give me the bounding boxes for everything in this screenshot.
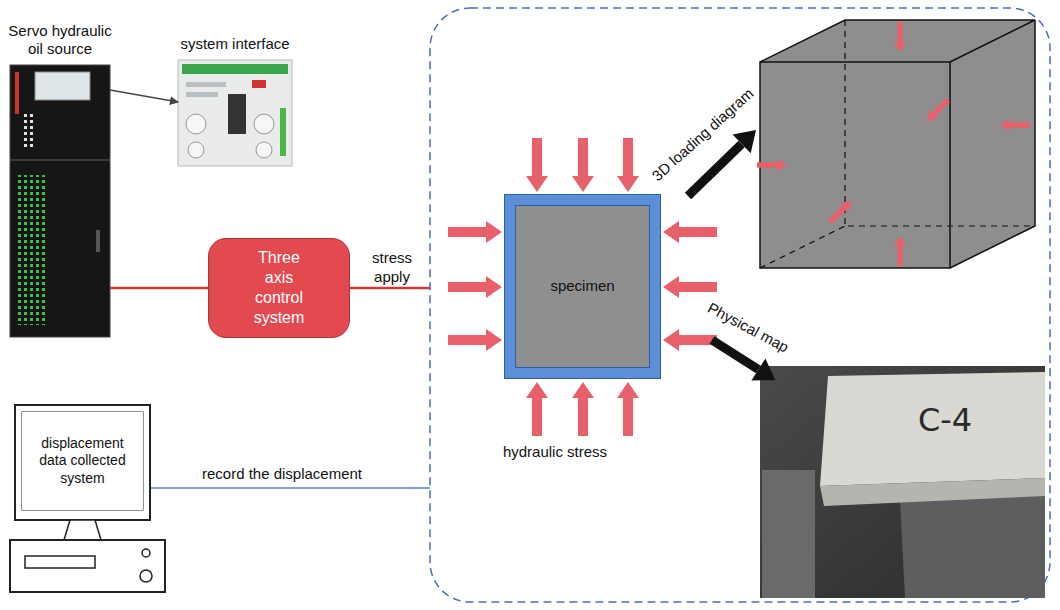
pressure-arrow: [663, 221, 717, 243]
line-label: record the displacement: [202, 465, 362, 484]
pressure-arrow: [617, 382, 639, 436]
pressure-arrow: [448, 276, 502, 298]
region-label: hydraulic stress: [503, 443, 607, 462]
cube-front: [760, 62, 950, 268]
photo-plate: [762, 470, 815, 598]
interface-screen: [178, 60, 292, 166]
cube-arrow: [826, 197, 856, 227]
pressure-arrow: [617, 138, 639, 192]
pressure-arrow: [526, 382, 548, 436]
cabinet-leds: [16, 175, 46, 325]
test-region: [430, 8, 1050, 602]
pointer-arrowhead: [733, 130, 756, 153]
cabinet-screen: [35, 72, 90, 100]
pointer-label: 3D loading diagram: [648, 85, 757, 186]
interface-alarm: [252, 80, 266, 88]
pressure-arrow: [448, 221, 502, 243]
monitor-screen: [22, 412, 143, 510]
interface-gauge: [254, 114, 274, 134]
drive-slot: [25, 556, 95, 568]
pointer-arrow: [712, 340, 758, 370]
stress-line: [350, 287, 430, 290]
cube-arrow: [894, 236, 906, 266]
cabinet-handle: [96, 230, 100, 252]
photo-specimen-block: [820, 372, 1045, 486]
interface-bar: [182, 64, 288, 74]
interface-level: [280, 108, 286, 156]
interface-gauge: [188, 142, 204, 158]
connector: [110, 90, 178, 102]
interface-gauge: [256, 142, 272, 158]
oil-source-cabinet: Servo hydraulic oil source: [10, 65, 110, 337]
pressure-arrow: [663, 276, 717, 298]
cube-arrow: [923, 96, 953, 126]
line-label: stress apply: [364, 249, 420, 287]
cube-hidden-edge: [760, 226, 845, 268]
interface-screenshot: system interface: [178, 60, 292, 166]
interface-gauge: [186, 114, 206, 134]
cabinet-body: [10, 65, 110, 337]
cube-edge: [950, 20, 1035, 268]
cube-body: [760, 20, 1035, 268]
photo-specimen-side: [820, 478, 1045, 506]
monitor-screen: displacement data collected system: [22, 412, 143, 510]
specimen-photo: [760, 366, 1045, 598]
monitor-frame: [15, 405, 150, 520]
interface-cabinet: [228, 94, 246, 134]
pointer-label: Physical map: [704, 299, 792, 357]
displacement-line: [150, 487, 430, 489]
cube-hidden-edge: [845, 20, 1035, 226]
power-button: [140, 570, 152, 582]
photo-plate: [900, 495, 1045, 598]
node-heading: Servo hydraulic oil source: [0, 22, 120, 60]
cabinet-leds: [24, 112, 36, 148]
pressure-arrow: [526, 138, 548, 192]
pressure-arrow: [663, 329, 717, 351]
monitor-stand: [64, 520, 101, 540]
specimen-box: specimen: [505, 195, 660, 378]
cube-arrow: [894, 22, 906, 52]
cabinet-divider: [10, 159, 110, 161]
connector: [110, 287, 208, 290]
interface-field: [186, 92, 218, 97]
cube-arrow: [757, 159, 787, 171]
pressure-arrow: [572, 138, 594, 192]
computer-tower: [10, 540, 165, 592]
pointer-arrowhead: [751, 359, 775, 381]
pressure-arrow: [572, 382, 594, 436]
cube-edge: [760, 20, 1035, 62]
cabinet-brand: [15, 72, 19, 114]
specimen-mark: C-4: [918, 400, 972, 440]
node-heading: system interface: [165, 35, 305, 54]
node-text: specimen: [550, 277, 614, 296]
node-text: Three axis control system: [243, 248, 315, 328]
cube-arrow: [1000, 119, 1030, 131]
control-box: Three axis control system: [208, 238, 350, 338]
interface-field: [186, 82, 226, 87]
node-text: displacement data collected system: [31, 435, 135, 488]
pressure-arrow: [448, 329, 502, 351]
power-button: [142, 549, 150, 557]
